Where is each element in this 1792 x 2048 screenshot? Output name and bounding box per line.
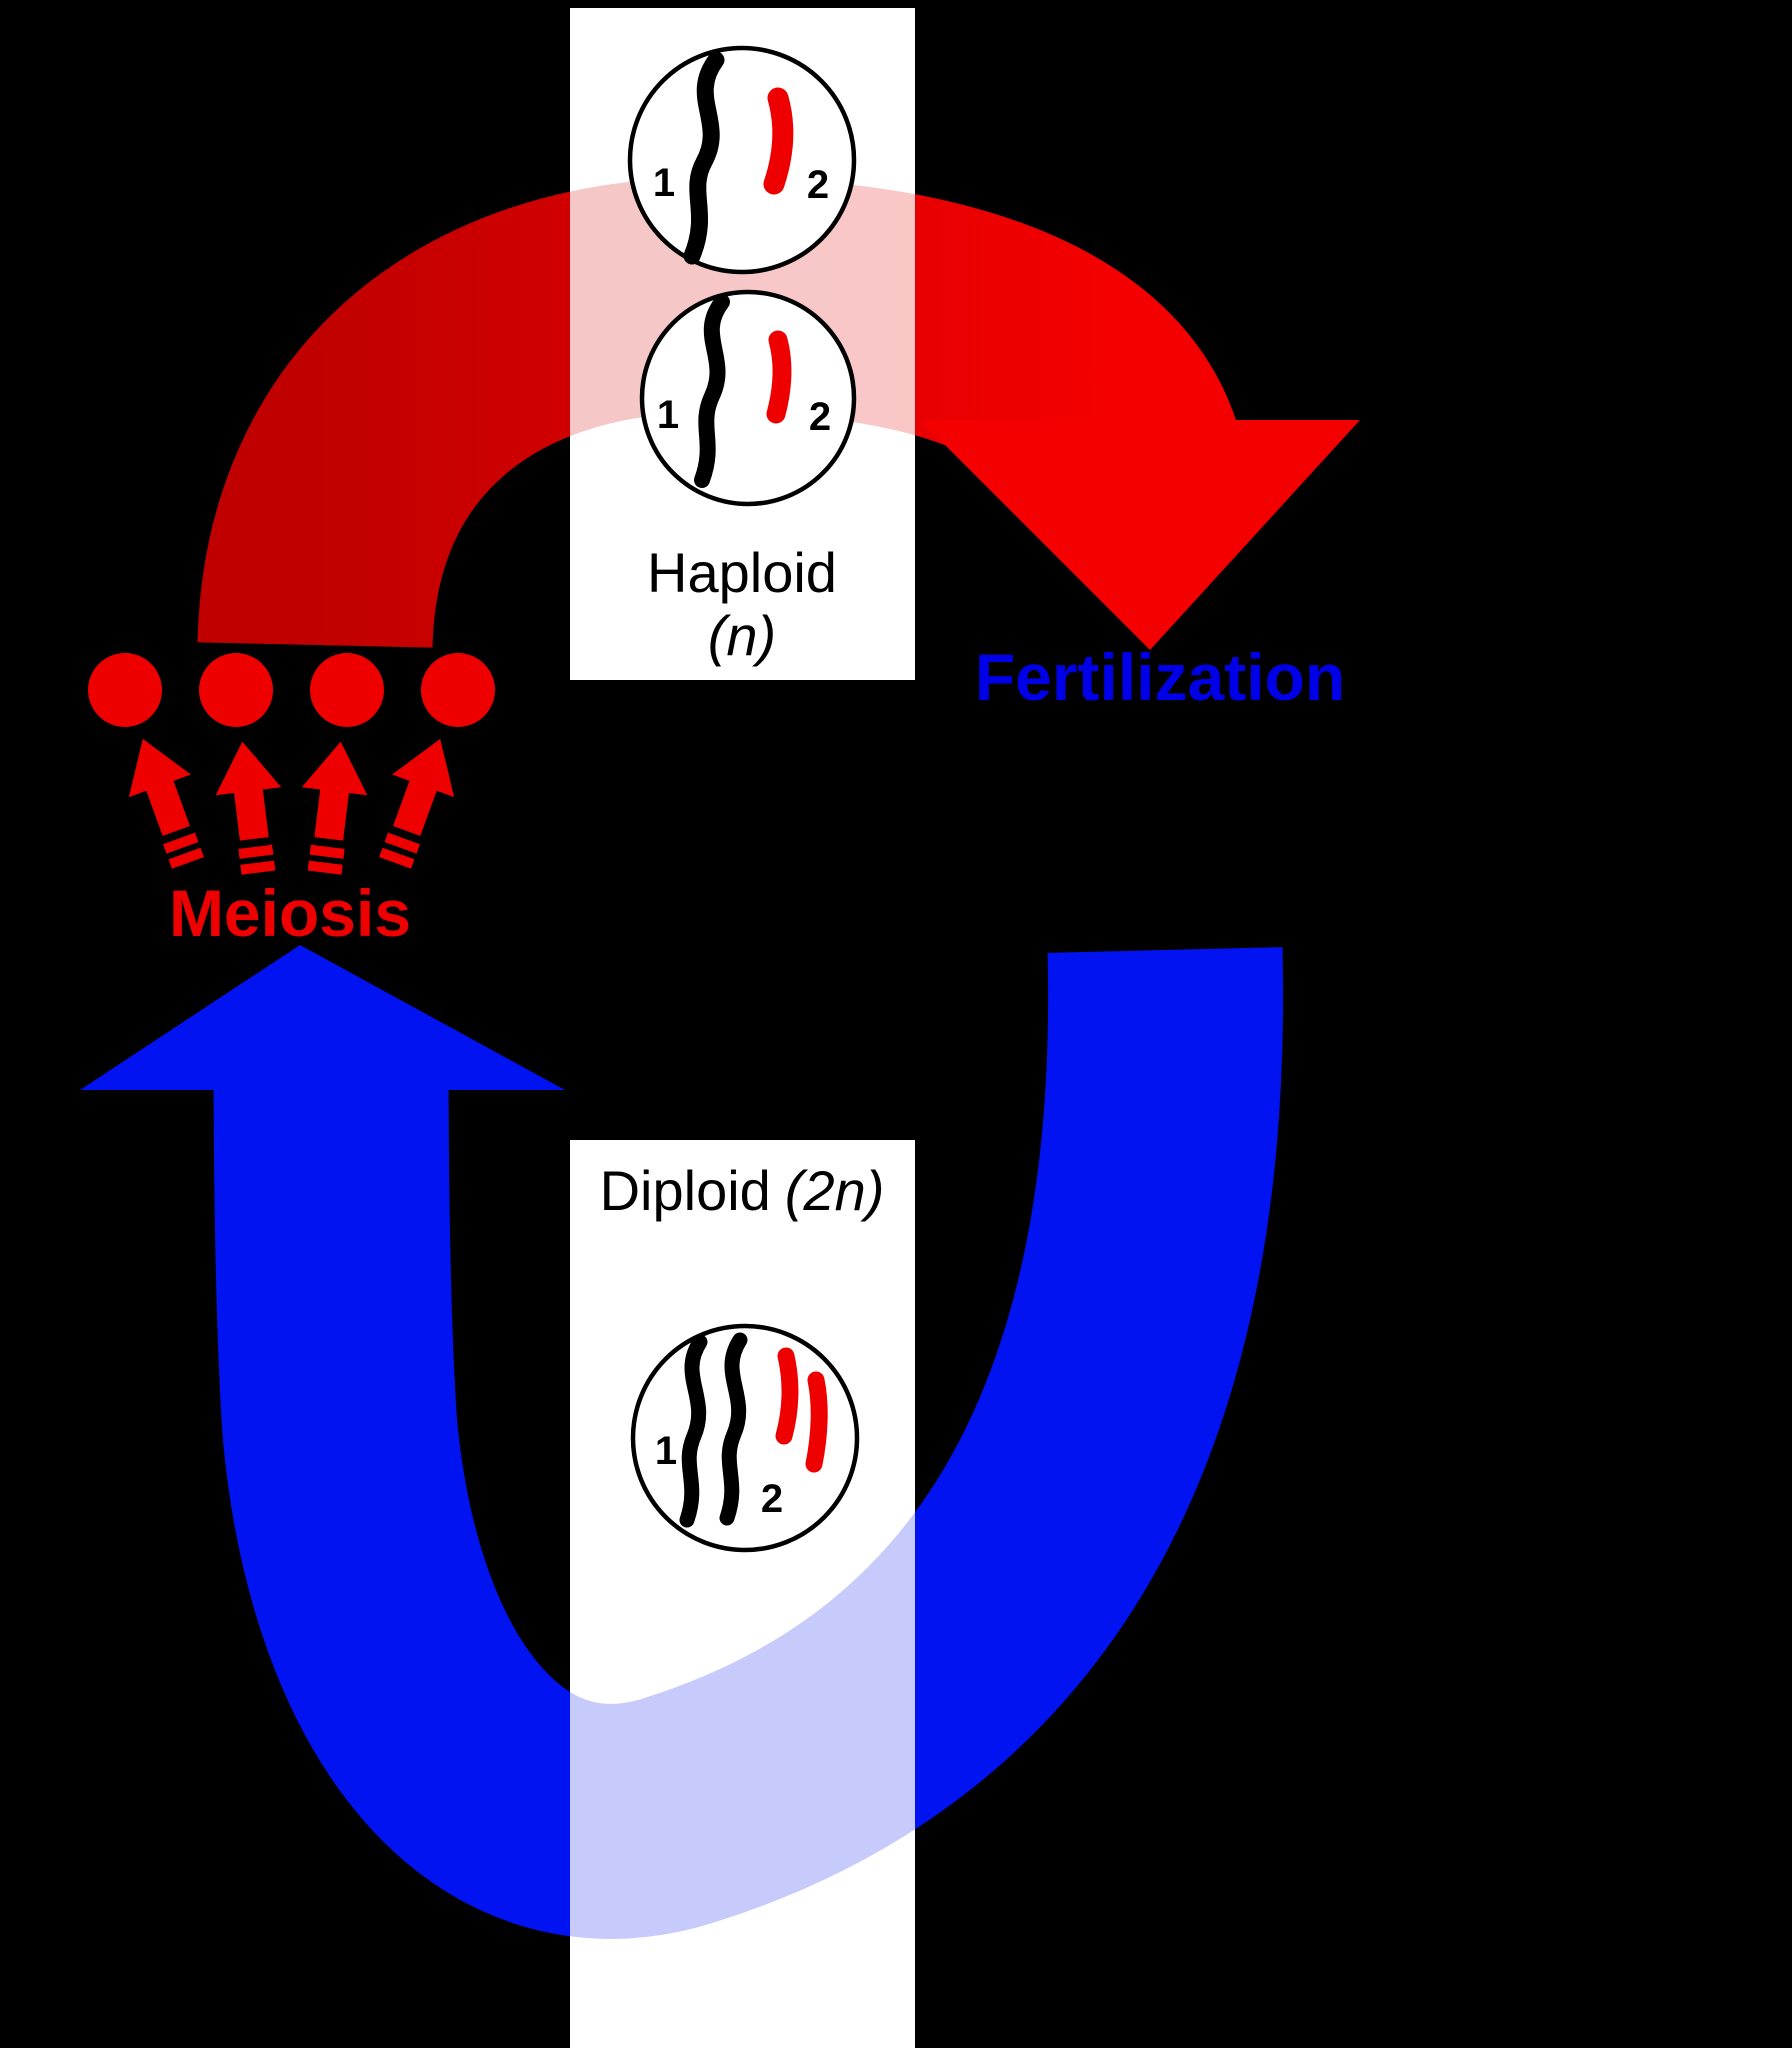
meiosis-arrow-shaft — [233, 785, 269, 841]
red-chromosome-icon — [805, 1371, 828, 1473]
gamete-circle — [88, 653, 162, 727]
red-chromosome-icon — [766, 330, 792, 424]
meiosis-arrow — [379, 738, 455, 869]
meiosis-arrow-tick — [384, 832, 420, 854]
meiosis-arrow-tick — [240, 860, 276, 875]
haploid-cell-1: 1 2 — [627, 45, 857, 275]
fertilization-label: Fertilization — [975, 640, 1345, 714]
meiosis-arrow-tick — [163, 832, 199, 854]
red-chromosome-icon — [775, 1347, 799, 1445]
meiosis-arrow-tick — [309, 844, 345, 859]
chromosome-2-label: 2 — [809, 395, 831, 439]
meiosis-arrow — [301, 741, 368, 875]
meiosis-arrow-shaft — [314, 785, 350, 841]
meiosis-arrow-head — [392, 738, 455, 798]
meiosis-products — [88, 653, 495, 727]
haploid-cell-1-membrane — [627, 45, 857, 275]
meiosis-arrow — [128, 738, 204, 869]
gamete-circle — [310, 653, 384, 727]
meiosis-label: Meiosis — [169, 876, 411, 950]
diploid-ploidy-label: (2n) — [785, 1159, 885, 1222]
chromosome-1-label: 1 — [657, 393, 679, 437]
meiosis-arrow-tick — [379, 847, 415, 869]
haploid-cell-2-membrane — [639, 289, 857, 507]
chromosome-2-label: 2 — [761, 1477, 783, 1521]
red-chromosome-icon — [763, 87, 794, 195]
gamete-circle — [199, 653, 273, 727]
chromosome-1-label: 1 — [653, 161, 675, 205]
meiosis-arrow-shaft — [393, 777, 439, 836]
meiosis-arrow-tick — [238, 844, 274, 859]
meiosis-arrow-tick — [168, 847, 204, 869]
meiosis-arrow-tick — [307, 860, 343, 875]
diploid-title-text: Diploid — [600, 1159, 771, 1222]
meiosis-arrow — [215, 741, 282, 875]
black-chromosome-icon — [694, 294, 730, 488]
chromosome-2-label: 2 — [807, 163, 829, 207]
black-chromosome-icon — [719, 1332, 748, 1526]
meiosis-arrow-shaft — [144, 777, 190, 836]
meiosis-arrow-head — [215, 741, 282, 796]
haploid-title: Haploid — [647, 541, 837, 604]
haploid-ploidy-label: (n) — [708, 604, 776, 667]
black-chromosome-icon — [683, 51, 725, 265]
black-chromosome-icon — [679, 1334, 708, 1528]
diploid-cell: 1 2 — [630, 1323, 860, 1553]
meiosis-arrow-head — [128, 738, 191, 798]
meiosis-arrow-head — [301, 741, 368, 796]
gamete-circle — [421, 653, 495, 727]
meiosis-arrows — [128, 738, 455, 875]
chromosome-1-label: 1 — [655, 1429, 677, 1473]
haploid-cell-2: 1 2 — [639, 289, 857, 507]
diploid-title: Diploid(2n) — [600, 1159, 885, 1222]
